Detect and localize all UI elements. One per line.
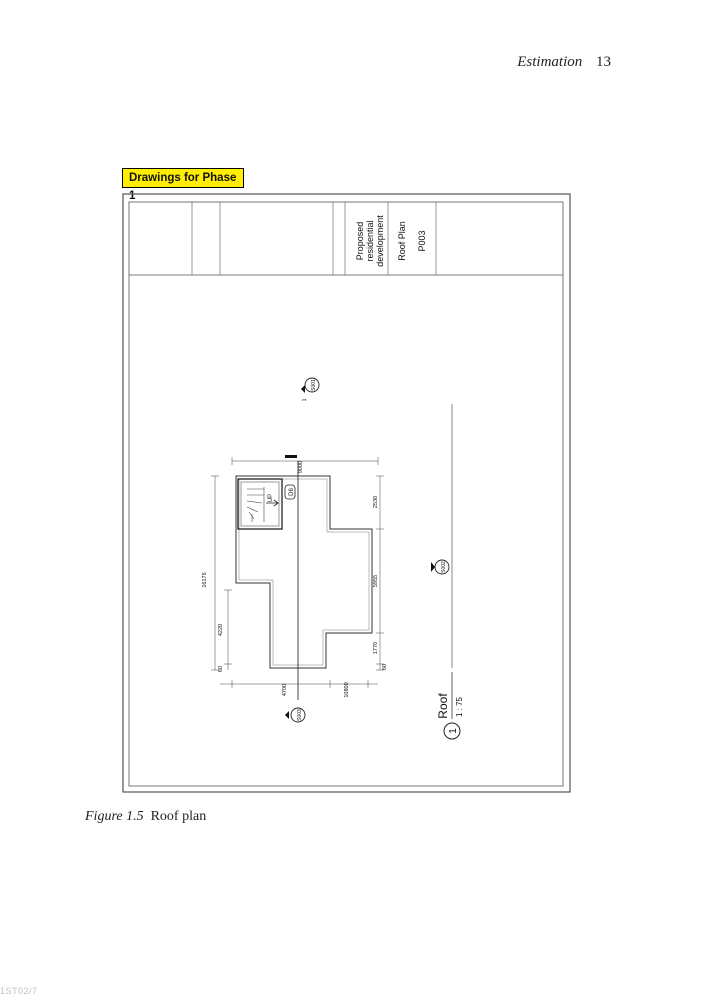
view-scale: 1 : 75 [455,696,464,717]
figure-text: Roof plan [150,809,207,824]
stair-up-label: UP [268,494,274,502]
dim-left-1: 16175 [202,572,208,587]
figure-number: Figure 1.5 [85,809,144,824]
roof-outline-outer [235,475,373,669]
dim-right-1: 2530 [373,496,379,508]
section-end-mark [285,455,297,458]
view-number: 1 [448,728,459,734]
project-line-1: Proposed [355,222,365,261]
section-marker-s001: S001 1 [301,377,320,401]
section-marker-s002: S002 [431,559,450,575]
roof-outline-inner [238,478,370,666]
stair: UP [237,478,283,530]
section-ref-s002: S002 [441,561,447,573]
dim-left-2: 4220 [218,624,224,636]
section-ref-s001: S001 [311,379,317,391]
dim-right-2: 5955 [373,575,379,587]
figure-caption: Figure 1.5 Roof plan [85,809,206,825]
drawing-number: P003 [417,230,427,251]
section-marker-s003: S003 [285,707,306,723]
project-line-2: residential [365,220,375,261]
drawing-title: Roof Plan [397,221,407,261]
dimensions-left [211,475,232,671]
dim-bottom-2: 10800 [344,682,350,697]
dim-right-4: 60 [382,664,388,670]
running-head: Estimation 13 [517,54,611,71]
page-number: 13 [596,54,611,70]
door-tag: D6 [284,484,296,500]
sheet-inner-border [128,201,564,787]
view-title: 1 Roof 1 : 75 [436,672,464,740]
dim-top-1: 9000 [298,461,304,473]
dim-right-3: 1770 [373,642,379,654]
corner-mark: 1ST02/7 [0,986,38,996]
section-ref-s003: S003 [297,709,303,721]
dim-left-3: 60 [218,666,224,672]
door-tag-label: D6 [289,488,295,496]
running-title: Estimation [517,54,583,70]
sheet-outer-border [122,193,571,793]
phase-label: Drawings for Phase 1 [122,168,244,202]
title-block: Proposed residential development Roof Pl… [129,202,563,276]
dim-bottom-1: 4700 [282,684,288,696]
view-name: Roof [436,693,450,719]
project-line-3: development [375,215,385,267]
dimensions-right [376,475,384,671]
section-index-1: 1 [302,398,308,401]
dimensions-top [220,457,379,688]
